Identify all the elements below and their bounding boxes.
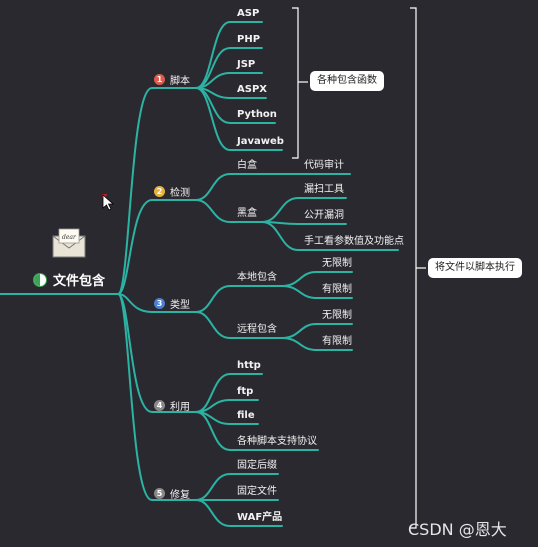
half-circle-icon [33,272,47,287]
root-node[interactable]: 文件包含 [33,270,105,289]
envelope-icon: dear [52,228,86,258]
leaf-remote-restricted[interactable]: 有限制 [322,336,352,347]
branch-use[interactable]: 4 利用 [154,398,190,413]
leaf-jsp[interactable]: JSP [237,59,256,70]
connector-branch-5 [117,293,197,501]
connector-branch-3 [117,293,197,313]
leaf-local-restricted[interactable]: 有限制 [322,284,352,295]
note-include-functions[interactable]: 各种包含函数 [310,71,384,91]
branch-label: 检测 [170,188,190,199]
leaf-remote-unrestricted[interactable]: 无限制 [322,310,352,321]
leaf-public-vuln[interactable]: 公开漏洞 [304,210,344,221]
leaf-http[interactable]: http [237,360,261,371]
branch-label: 类型 [170,300,190,311]
connector-branch-2 [117,199,197,295]
branch-label: 脚本 [170,76,190,87]
leaf-file[interactable]: file [237,410,255,421]
leaf-javaweb[interactable]: Javaweb [237,136,284,147]
number-badge-1: 1 [154,74,165,85]
leaf-manual-check[interactable]: 手工看参数值及功能点 [304,236,404,247]
watermark: CSDN @恩大 [408,520,507,539]
node-remote-include[interactable]: 远程包含 [237,324,277,335]
leaf-asp[interactable]: ASP [237,8,260,19]
leaf-script-protocols[interactable]: 各种脚本支持协议 [237,436,317,447]
number-badge-2: 2 [154,186,165,197]
leaf-code-audit[interactable]: 代码审计 [304,160,344,171]
leaf-local-unrestricted[interactable]: 无限制 [322,258,352,269]
branch-fix[interactable]: 5 修复 [154,486,190,501]
leaf-python[interactable]: Python [237,109,277,120]
leaf-fixed-file[interactable]: 固定文件 [237,486,277,497]
leaf-scanner[interactable]: 漏扫工具 [304,184,344,195]
number-badge-3: 3 [154,298,165,309]
root-label: 文件包含 [53,274,106,289]
envelope-text: dear [62,234,77,241]
mouse-cursor-icon [102,194,115,211]
node-blackbox[interactable]: 黑盒 [237,208,257,219]
number-badge-4: 4 [154,400,165,411]
bracket-summary [410,7,417,529]
leaf-aspx[interactable]: ASPX [237,84,267,95]
connector-branch-1 [117,87,197,295]
leaf-php[interactable]: PHP [237,34,261,45]
branch-type[interactable]: 3 类型 [154,296,190,311]
number-badge-5: 5 [154,488,165,499]
branch-label: 修复 [170,490,190,501]
note-execute-as-script[interactable]: 将文件以脚本执行 [428,258,522,278]
leaf-waf[interactable]: WAF产品 [237,512,283,523]
leaf-ftp[interactable]: ftp [237,386,254,397]
branch-script[interactable]: 1 脚本 [154,72,190,87]
branch-label: 利用 [170,402,190,413]
bracket-script [292,7,299,159]
branch-detect[interactable]: 2 检测 [154,184,190,199]
node-local-include[interactable]: 本地包含 [237,272,277,283]
leaf-fixed-suffix[interactable]: 固定后缀 [237,460,277,471]
node-whitebox[interactable]: 白盒 [237,160,257,171]
